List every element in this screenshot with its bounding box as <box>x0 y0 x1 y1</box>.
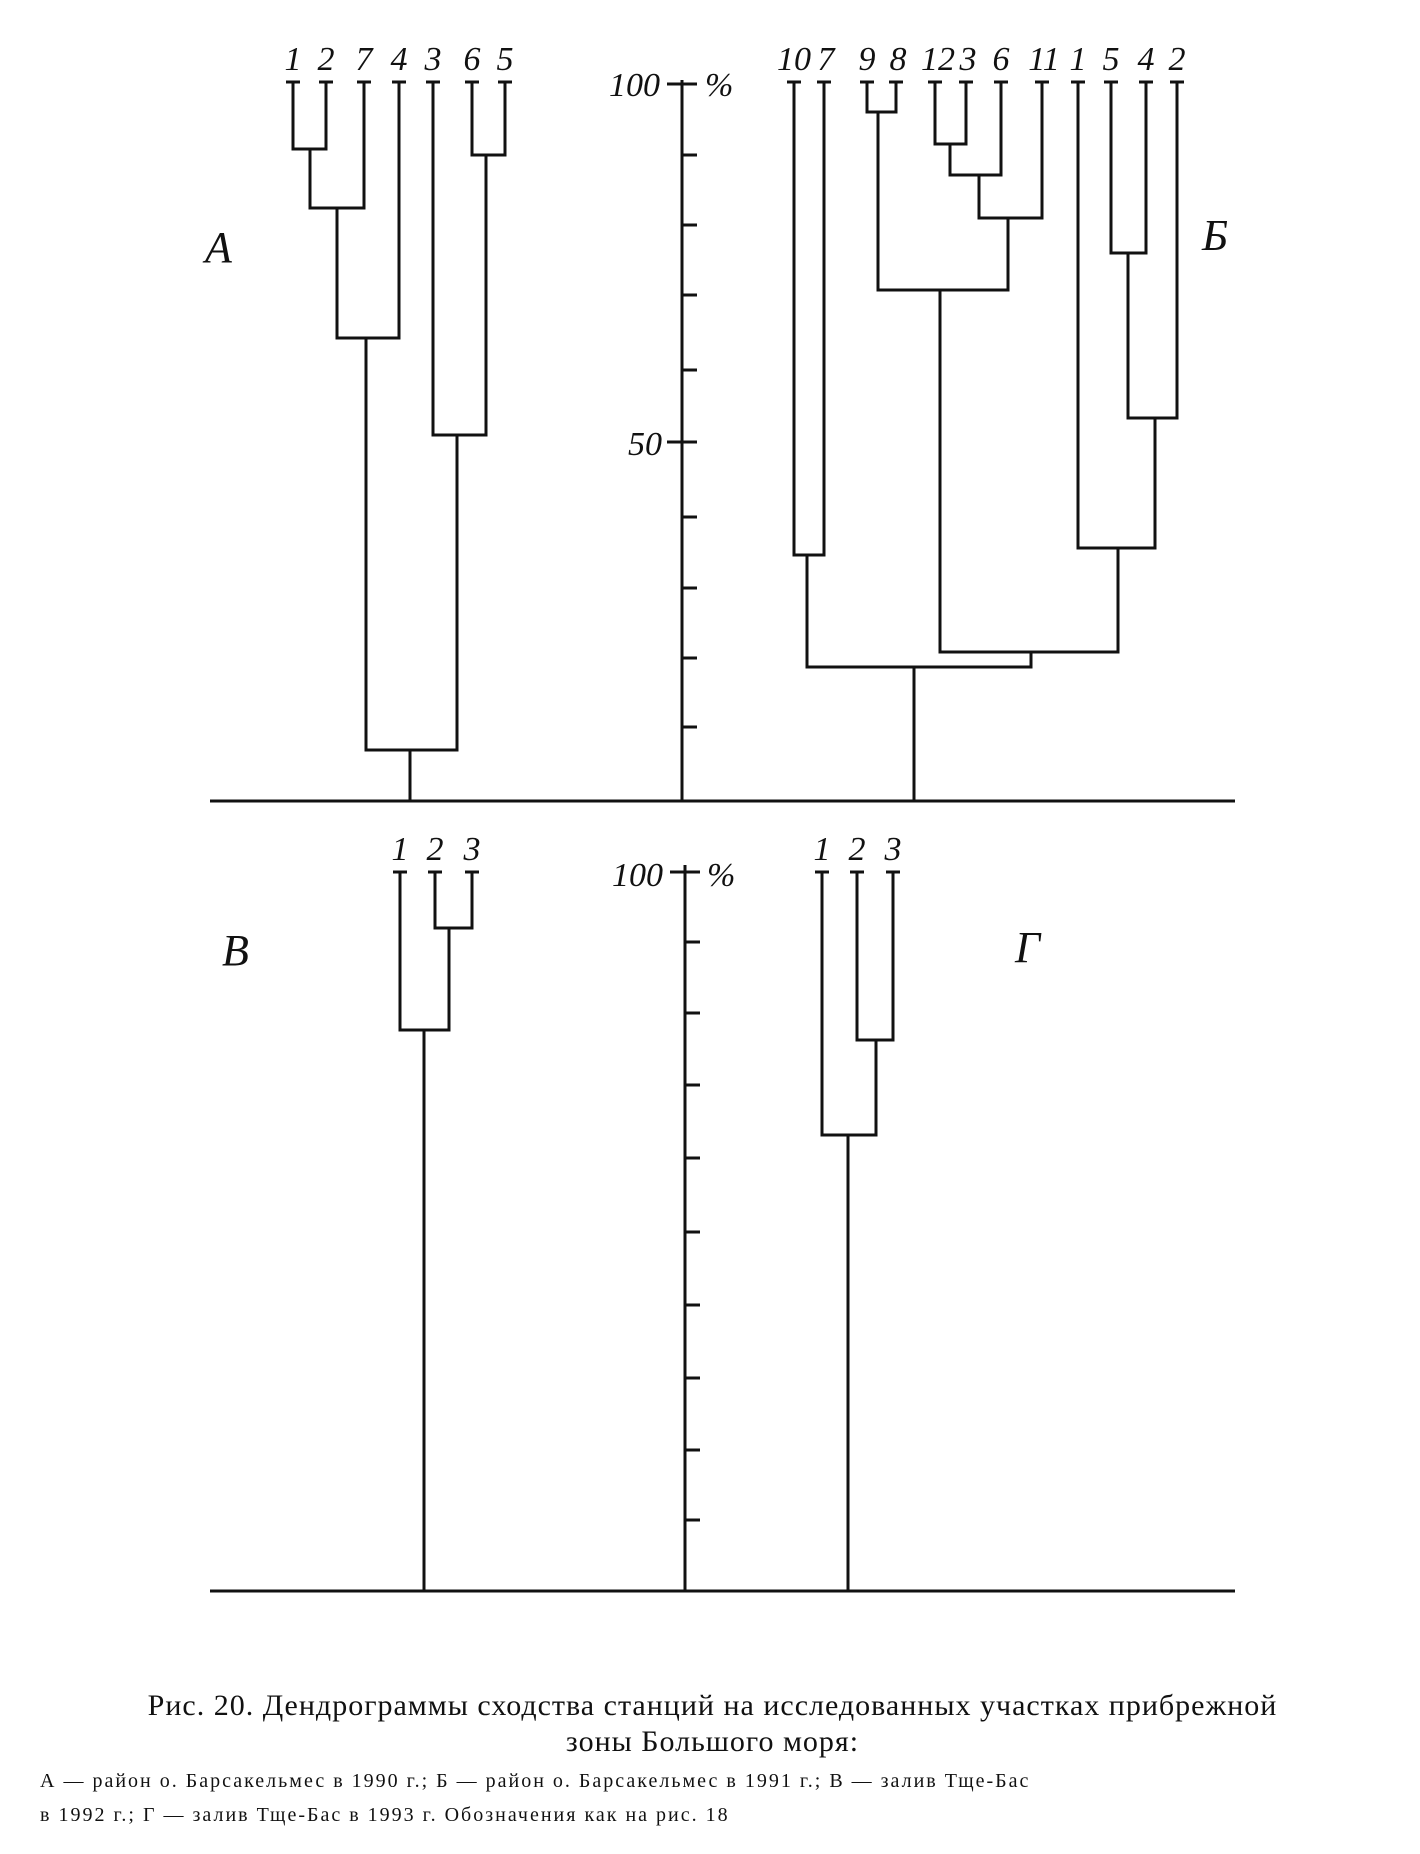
leaf-label: 2 <box>1169 41 1186 78</box>
dendrogram-figure: 100 % 50 100 % А Б В Г 1 2 7 4 3 6 5 10 … <box>202 41 1235 1593</box>
leaf-label: 1 <box>814 831 831 868</box>
leaf-label: 5 <box>1103 41 1120 78</box>
leaf-label: 2 <box>318 41 335 78</box>
leaf-label: 8 <box>890 41 907 78</box>
panel-label-a: А <box>202 223 233 272</box>
leaf-label: 2 <box>427 831 444 868</box>
leaf-label: 1 <box>392 831 409 868</box>
panel-label-b: Б <box>1201 211 1228 260</box>
caption-legend-line2: в 1992 г.; Г — залив Тще-Бас в 1993 г. О… <box>40 1804 730 1826</box>
leaf-label: 3 <box>884 831 902 868</box>
leaf-label: 7 <box>356 41 375 78</box>
leaf-label: 3 <box>463 831 481 868</box>
caption-title-line1: Рис. 20. Дендрограммы сходства станций н… <box>147 1689 1278 1722</box>
leaf-label: 3 <box>959 41 977 78</box>
leaf-label: 11 <box>1028 41 1059 78</box>
axis-label-100: 100 <box>609 67 660 104</box>
leaf-label: 5 <box>497 41 514 78</box>
axis-unit: % <box>705 67 733 104</box>
panel-label-v: В <box>222 926 249 975</box>
caption-title-line2: зоны Большого моря: <box>565 1725 860 1758</box>
leaf-label: 4 <box>1138 41 1155 78</box>
dendrogram-b <box>787 80 1184 801</box>
leaf-label: 12 <box>921 41 955 78</box>
dendrogram-v <box>393 870 479 1591</box>
leaf-label: 2 <box>849 831 866 868</box>
leaf-label: 1 <box>285 41 302 78</box>
leaf-label: 6 <box>993 41 1010 78</box>
leaf-label: 7 <box>818 41 837 78</box>
panel-label-g: Г <box>1014 923 1042 972</box>
axis-label-50: 50 <box>628 426 662 463</box>
leaf-label: 10 <box>777 41 811 78</box>
leaf-label: 6 <box>464 41 481 78</box>
leaf-label: 3 <box>424 41 442 78</box>
leaf-label: 4 <box>391 41 408 78</box>
dendrogram-g <box>815 870 900 1591</box>
bottom-axis-unit: % <box>707 857 735 894</box>
leaf-label: 1 <box>1070 41 1087 78</box>
caption-legend-line1: А — район о. Барсакельмес в 1990 г.; Б —… <box>40 1770 1031 1792</box>
bottom-axis-label-100: 100 <box>612 857 663 894</box>
figure-caption: Рис. 20. Дендрограммы сходства станций н… <box>40 1688 1385 1828</box>
dendrogram-a <box>286 80 512 801</box>
leaf-label: 9 <box>859 41 876 78</box>
